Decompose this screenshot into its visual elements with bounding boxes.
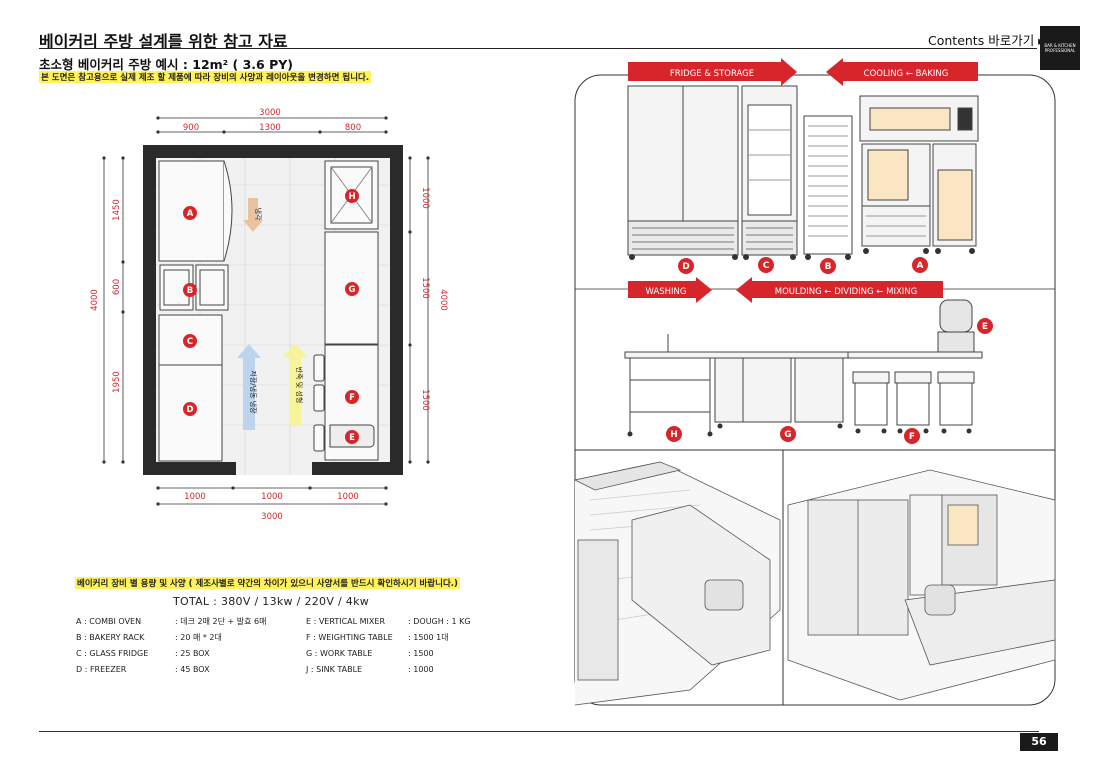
svg-text:H: H — [348, 192, 355, 202]
equipment-row: C : GLASS FRIDGE: 25 BOX — [76, 649, 210, 658]
dim-top-1: 900 — [183, 123, 199, 133]
spec-heading: 베이커리 장비 별 용량 및 사양 ( 제조사별로 약간의 차이가 있으니 사양… — [75, 577, 460, 589]
dim-right-3: 1500 — [420, 389, 430, 411]
plan-marker-g: G — [345, 282, 359, 296]
render-view-right — [787, 469, 1056, 701]
render-view-left — [573, 461, 781, 706]
header-divider — [39, 48, 1037, 49]
plan-marker-d: D — [183, 402, 197, 416]
dim-bottom-2: 1000 — [261, 492, 283, 502]
section-subtitle: 초소형 베이커리 주방 예시 : 12m² ( 3.6 PY) — [39, 57, 293, 72]
dim-left-1: 1450 — [112, 199, 122, 221]
dim-top-total: 3000 — [259, 108, 281, 118]
elevation-marker-e: E — [977, 318, 993, 334]
dim-bottom-total: 3000 — [261, 512, 283, 522]
storage-arrow — [237, 344, 261, 430]
elevation-marker-b: B — [820, 258, 836, 274]
equipment-list-left: A : COMBI OVEN: 데크 2매 2단 + 발효 6매 B : BAK… — [76, 614, 296, 678]
plan-marker-h: H — [345, 189, 359, 203]
equipment-row: J : SINK TABLE: 1000 — [306, 665, 434, 674]
svg-text:B: B — [825, 262, 832, 272]
elevation-marker-c: C — [758, 257, 774, 273]
svg-text:D: D — [186, 405, 193, 415]
dim-left-3: 1950 — [112, 371, 122, 393]
equipment-row: A : COMBI OVEN: 데크 2매 2단 + 발효 6매 — [76, 617, 267, 626]
svg-text:A: A — [187, 209, 194, 219]
elevation-marker-f: F — [904, 428, 920, 444]
cooling-arrow — [243, 198, 263, 232]
plan-marker-a: A — [183, 206, 197, 220]
plan-marker-e: E — [345, 430, 359, 444]
svg-text:G: G — [784, 430, 791, 440]
svg-text:H: H — [670, 430, 678, 440]
brand-logo: BAR & KITCHEN PROFESSIONAL — [1040, 26, 1080, 70]
mixing-arrow — [283, 343, 307, 425]
banner-cooling-baking — [826, 58, 978, 86]
svg-text:D: D — [682, 262, 689, 272]
dim-bottom-3: 1000 — [337, 492, 359, 502]
banner-washing-label: WASHING — [646, 287, 687, 297]
mixing-arrow-label: 반죽 및 성형 — [295, 367, 304, 404]
equipment-row: B : BAKERY RACK: 20 매 * 2대 — [76, 633, 222, 642]
flow-arrows: 냉각 저장/냉동 냉장 반죽 및 성형 — [237, 198, 307, 430]
svg-text:G: G — [349, 285, 356, 295]
svg-text:B: B — [187, 286, 193, 296]
elevation-marker-h: H — [666, 426, 682, 442]
plan-marker-b: B — [183, 283, 197, 297]
spec-total: TOTAL : 380V / 13kw / 220V / 4kw — [172, 595, 370, 608]
svg-text:E: E — [982, 322, 988, 332]
notice-highlight: 본 도면은 참고용으로 실제 제조 할 제품에 따라 장비의 사양과 레이아웃을… — [39, 71, 372, 83]
page-title: 베이커리 주방 설계를 위한 참고 자료 — [39, 32, 288, 51]
dim-right-1: 1000 — [420, 187, 430, 209]
dim-top-2: 1300 — [259, 123, 281, 133]
cooling-arrow-label: 냉각 — [254, 208, 263, 221]
equipment-row: D : FREEZER: 45 BOX — [76, 665, 210, 674]
banner-moulding-dividing-mixing — [736, 277, 943, 303]
dim-right-2: 1500 — [420, 277, 430, 299]
dim-right-total: 4000 — [438, 289, 448, 311]
page-number: 56 — [1020, 733, 1058, 751]
dim-bottom-1: 1000 — [184, 492, 206, 502]
banner-cooling-baking-label: COOLING ← BAKING — [864, 69, 949, 79]
elevation-marker-g: G — [780, 426, 796, 442]
svg-text:F: F — [909, 432, 915, 442]
svg-text:E: E — [349, 433, 355, 443]
plan-marker-c: C — [183, 334, 197, 348]
contents-link[interactable]: Contents 바로가기 ▸ — [928, 33, 1045, 48]
equipment-list-right: E : VERTICAL MIXER: DOUGH : 1 KG F : WEI… — [306, 614, 486, 678]
banner-moulding-label: MOULDING ← DIVIDING ← MIXING — [775, 287, 918, 297]
dim-top-3: 800 — [345, 123, 361, 133]
svg-text:A: A — [917, 261, 924, 271]
equipment-row: E : VERTICAL MIXER: DOUGH : 1 KG — [306, 617, 471, 626]
equipment-row: G : WORK TABLE: 1500 — [306, 649, 434, 658]
equipment-row: F : WEIGHTING TABLE: 1500 1대 — [306, 633, 449, 642]
dim-left-total: 4000 — [90, 289, 100, 311]
svg-text:C: C — [187, 337, 193, 347]
banner-washing — [628, 277, 712, 303]
footer-divider — [39, 731, 1039, 732]
dim-left-2: 600 — [112, 279, 122, 295]
elevation-marker-d: D — [678, 258, 694, 274]
svg-text:C: C — [763, 261, 770, 271]
elevation-marker-a: A — [912, 257, 928, 273]
banner-fridge-storage — [628, 58, 797, 86]
banner-fridge-storage-label: FRIDGE & STORAGE — [670, 69, 754, 79]
storage-arrow-label: 저장/냉동 냉장 — [249, 370, 258, 414]
plan-marker-f: F — [345, 390, 359, 404]
svg-text:F: F — [349, 393, 355, 403]
